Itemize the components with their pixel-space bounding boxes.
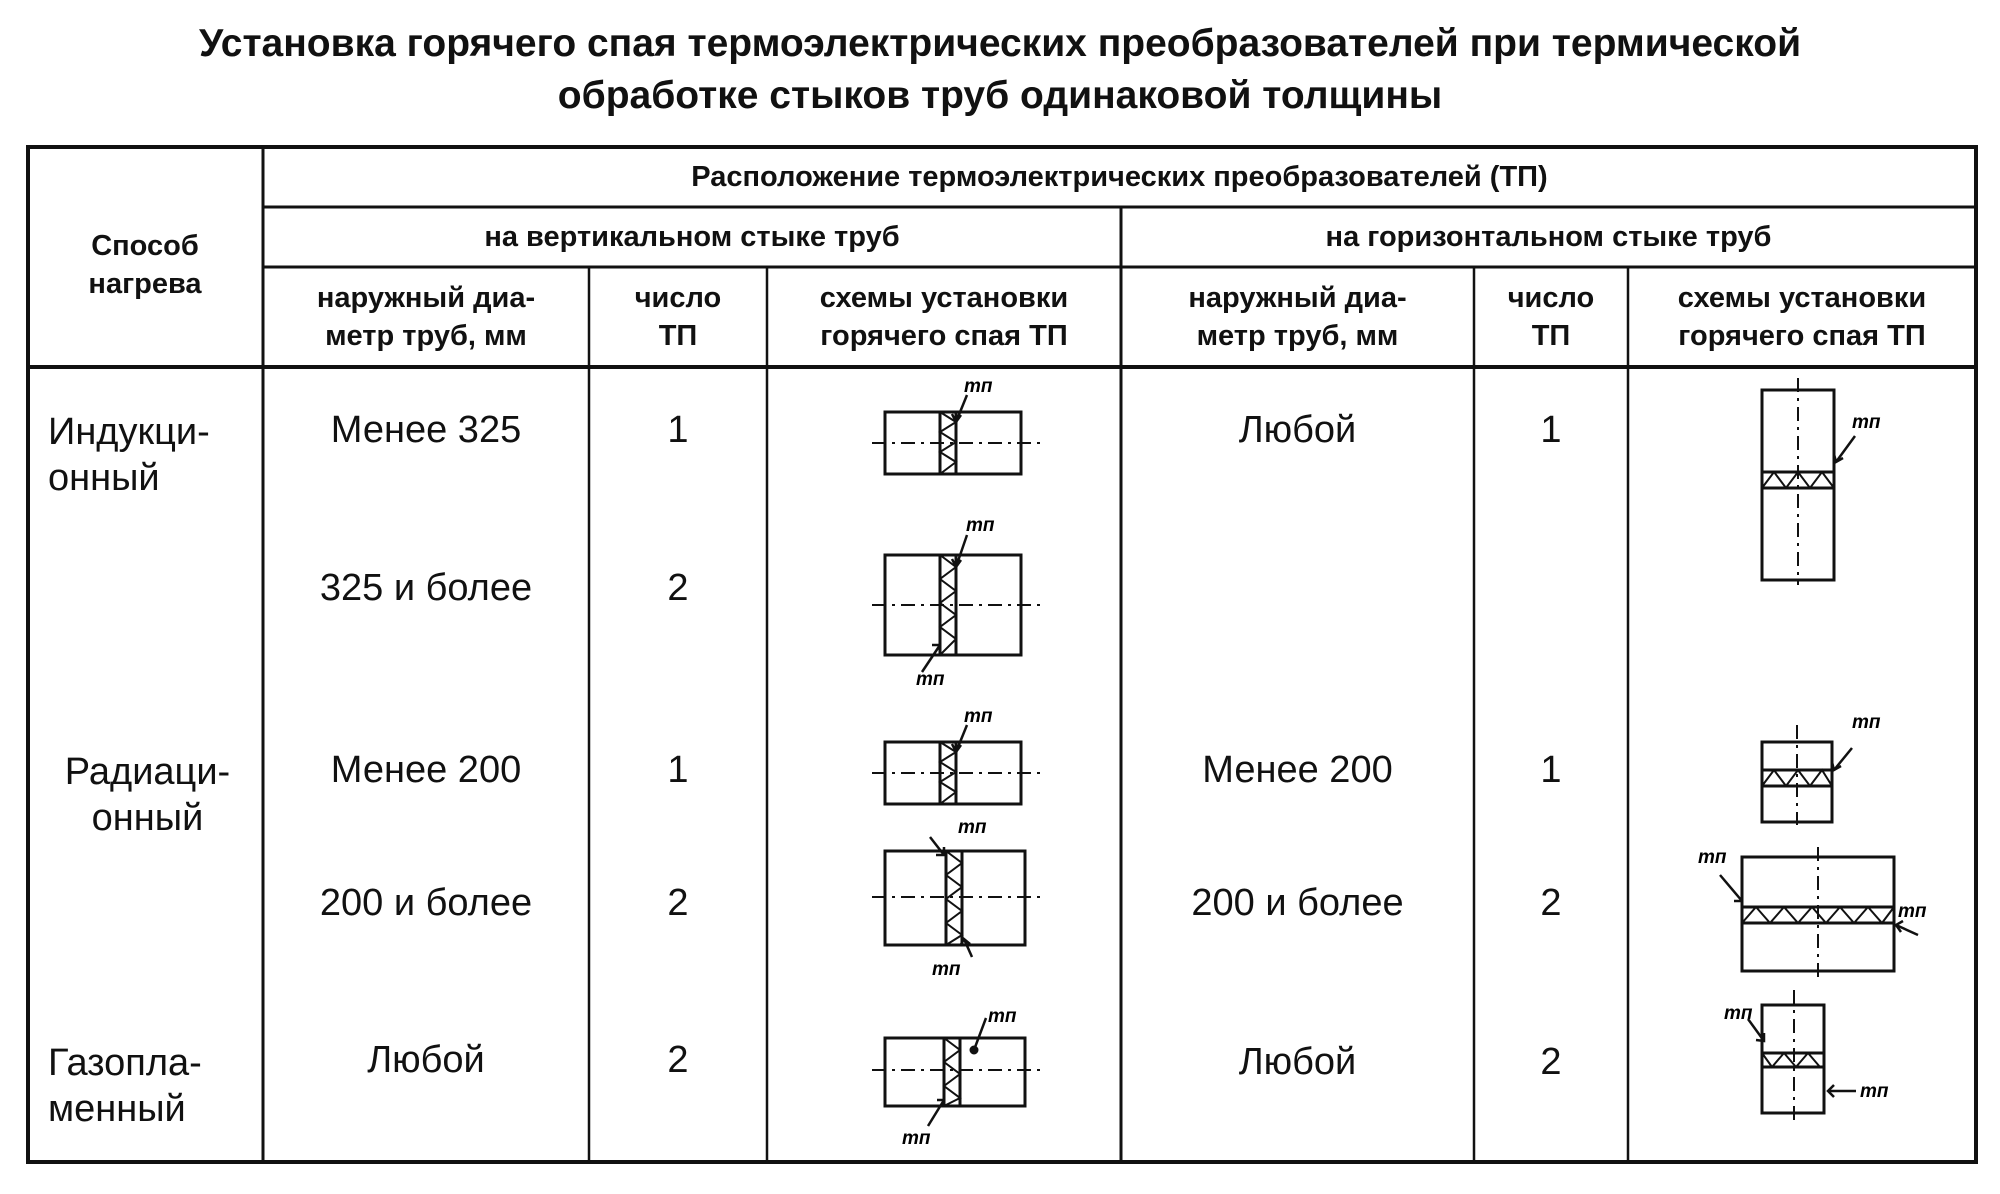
header-v-count: число ТП <box>589 267 767 367</box>
header-h-diameter: наружный диа- метр труб, мм <box>1121 267 1474 367</box>
header-h-count-text: число ТП <box>1507 282 1595 352</box>
v-scheme-5: тп тп <box>872 1006 1045 1149</box>
v-count-row4-text: 2 <box>667 882 689 924</box>
v-diam-row4: 200 и более <box>263 873 589 933</box>
tp-label: тп <box>932 959 961 980</box>
h-count-row4: 2 <box>1474 873 1628 933</box>
h-diam-row3: Менее 200 <box>1121 740 1474 800</box>
header-vertical: на вертикальном стыке труб <box>263 207 1121 267</box>
header-v-diameter-text: наружный диа- метр труб, мм <box>316 282 536 352</box>
v-diam-row5: Любой <box>263 1030 589 1090</box>
header-h-diameter-text: наружный диа- метр труб, мм <box>1188 282 1407 352</box>
tp-label: тп <box>1860 1081 1889 1102</box>
v-count-row5-text: 2 <box>667 1039 689 1081</box>
tp-label: тп <box>1852 412 1881 433</box>
h-count-row3: 1 <box>1474 740 1628 800</box>
title-line-1: Установка горячего спая термоэлектрическ… <box>198 22 1802 65</box>
h-count-row5-text: 2 <box>1540 1041 1562 1083</box>
tp-label: тп <box>958 817 987 838</box>
header-v-count-text: число ТП <box>634 282 722 352</box>
v-scheme-1: тп <box>872 376 1045 476</box>
method-gas-flame-text: Газопла- менный <box>48 1042 202 1130</box>
header-vertical-text: на вертикальном стыке труб <box>484 221 900 253</box>
document-title: Установка горячего спая термоэлектрическ… <box>0 18 2000 122</box>
h-scheme-1: тп <box>1760 378 1881 585</box>
tp-label: тп <box>1852 712 1881 733</box>
tp-label: тп <box>916 669 945 690</box>
tp-label: тп <box>1698 847 1727 868</box>
tp-label: тп <box>1724 1003 1753 1024</box>
v-diam-row1: Менее 325 <box>263 400 589 460</box>
tp-label: тп <box>988 1006 1017 1027</box>
h-count-row4-text: 2 <box>1540 882 1562 924</box>
h-diam-row5: Любой <box>1121 1032 1474 1092</box>
tp-label: тп <box>902 1128 931 1149</box>
method-induction-text: Индукци- онный <box>48 411 210 499</box>
method-radiation: Радиаци- онный <box>35 745 260 845</box>
tp-label: тп <box>964 706 993 727</box>
header-v-scheme-text: схемы установки горячего спая ТП <box>819 282 1069 352</box>
h-count-row5: 2 <box>1474 1032 1628 1092</box>
tp-label: тп <box>964 376 993 397</box>
v-diam-row5-text: Любой <box>367 1039 485 1081</box>
v-scheme-2: тп тп <box>872 515 1045 690</box>
v-count-row2: 2 <box>589 558 767 618</box>
v-count-row1: 1 <box>589 400 767 460</box>
method-induction: Индукци- онный <box>48 405 258 505</box>
tp-label: тп <box>1898 901 1927 922</box>
h-scheme-2: тп <box>1760 712 1881 825</box>
h-count-row3-text: 1 <box>1540 749 1562 791</box>
v-scheme-3: тп <box>872 706 1045 806</box>
v-diam-row4-text: 200 и более <box>319 882 533 924</box>
header-v-scheme: схемы установки горячего спая ТП <box>767 267 1121 367</box>
v-count-row5: 2 <box>589 1030 767 1090</box>
h-diam-row4: 200 и более <box>1121 873 1474 933</box>
v-diam-row2-text: 325 и более <box>319 567 533 609</box>
header-location-text: Расположение термоэлектрических преобраз… <box>691 161 1548 193</box>
h-scheme-3: тп тп <box>1698 847 1927 980</box>
v-count-row4: 2 <box>589 873 767 933</box>
h-count-row1-text: 1 <box>1540 409 1562 451</box>
v-count-row2-text: 2 <box>667 567 689 609</box>
header-h-scheme-text: схемы установки горячего спая ТП <box>1677 282 1927 352</box>
v-diam-row3: Менее 200 <box>263 740 589 800</box>
v-diam-row3-text: Менее 200 <box>330 749 522 791</box>
header-v-diameter: наружный диа- метр труб, мм <box>263 267 589 367</box>
tp-label: тп <box>966 515 995 536</box>
v-scheme-4: тп тп <box>872 817 1045 980</box>
header-horizontal: на горизонтальном стыке труб <box>1121 207 1976 267</box>
h-diam-row3-text: Менее 200 <box>1202 749 1393 791</box>
h-scheme-4: тп тп <box>1724 990 1889 1125</box>
v-count-row3: 1 <box>589 740 767 800</box>
title-line-2: обработке стыков труб одинаковой толщины <box>557 74 1443 117</box>
h-count-row1: 1 <box>1474 400 1628 460</box>
v-diam-row2: 325 и более <box>263 558 589 618</box>
header-horizontal-text: на горизонтальном стыке труб <box>1325 221 1772 253</box>
h-diam-row1-text: Любой <box>1238 409 1357 451</box>
header-location: Расположение термоэлектрических преобраз… <box>263 147 1976 207</box>
method-gas-flame: Газопла- менный <box>48 1036 258 1136</box>
v-diam-row1-text: Менее 325 <box>330 409 522 451</box>
header-method: Способ нагрева <box>40 220 250 310</box>
h-diam-row5-text: Любой <box>1238 1041 1357 1083</box>
h-diam-row4-text: 200 и более <box>1191 882 1404 924</box>
method-radiation-text: Радиаци- онный <box>64 751 231 839</box>
v-count-row1-text: 1 <box>667 409 689 451</box>
v-count-row3-text: 1 <box>667 749 689 791</box>
header-h-scheme: схемы установки горячего спая ТП <box>1628 267 1976 367</box>
h-diam-row1: Любой <box>1121 400 1474 460</box>
header-method-text: Способ нагрева <box>88 230 202 300</box>
header-h-count: число ТП <box>1474 267 1628 367</box>
